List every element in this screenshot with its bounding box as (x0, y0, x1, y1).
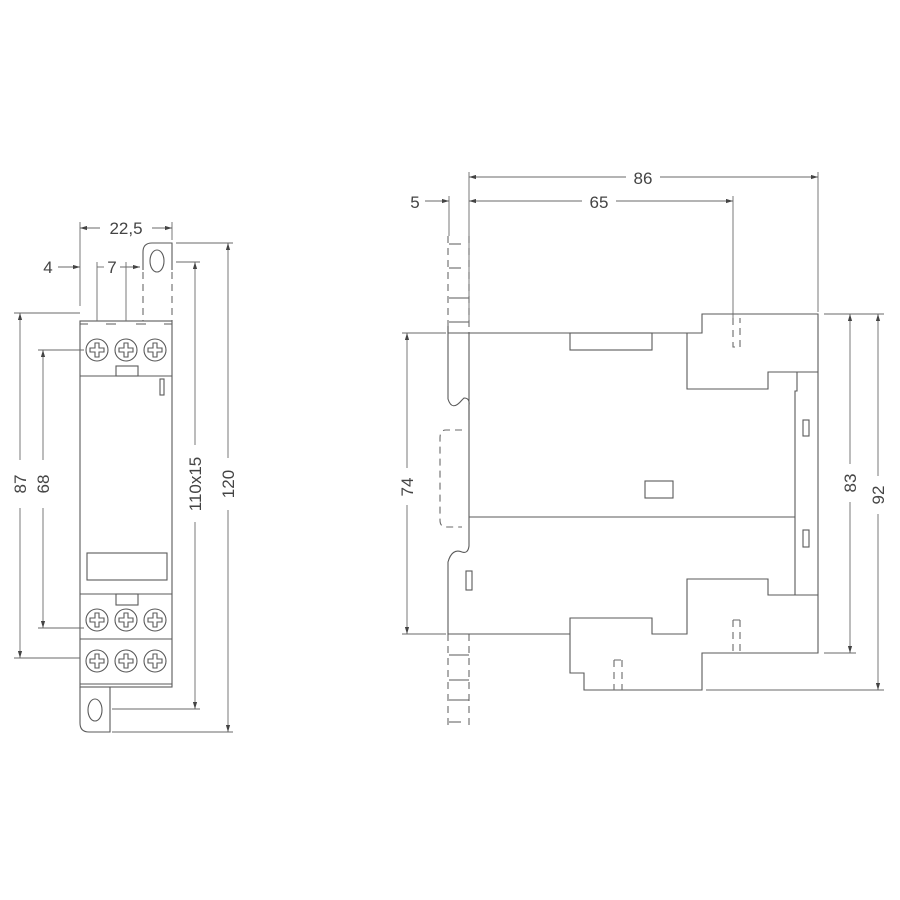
dim-height-total-side: 92 (869, 486, 888, 505)
screw-cross-icon (147, 653, 163, 669)
dim-rail-offset: 5 (410, 193, 419, 212)
terminal-screw-icon (143, 608, 167, 632)
dim-rail-height: 74 (398, 478, 417, 497)
dim-depth-total: 86 (634, 169, 653, 188)
terminal-screw-icon (85, 649, 109, 673)
side-view: 86 65 5 74 83 92 (398, 169, 888, 728)
lower-mounting-lug (79, 687, 111, 733)
dim-height-body-side: 83 (841, 474, 860, 493)
dim-width: 22,5 (109, 219, 142, 238)
label-window (86, 552, 168, 581)
screw-cross-icon (118, 342, 134, 358)
terminal-screw-icon (114, 649, 138, 673)
terminal-screws (85, 338, 167, 673)
terminal-screw-icon (114, 338, 138, 362)
screw-cross-icon (118, 653, 134, 669)
dim-screw-mount: 110x15 (186, 457, 205, 512)
dim-terminal-spacing: 68 (34, 475, 53, 494)
screw-cross-icon (89, 653, 105, 669)
lower-mounting-hole (87, 698, 103, 722)
screw-cross-icon (89, 342, 105, 358)
relay-body-side (447, 326, 819, 691)
dim-pitch: 7 (107, 258, 116, 277)
din-rail (439, 236, 470, 728)
terminal-screw-icon (85, 338, 109, 362)
upper-mounting-lug (142, 242, 173, 270)
screw-cross-icon (147, 612, 163, 628)
dim-height-body: 87 (11, 475, 30, 494)
upper-mounting-hole (149, 249, 165, 273)
screw-cross-icon (147, 342, 163, 358)
dim-depth-to-terminal: 65 (590, 193, 609, 212)
dim-height-total: 120 (219, 470, 238, 498)
terminal-screw-icon (114, 608, 138, 632)
dim-offset-left: 4 (43, 258, 52, 277)
front-view: 22,5 4 7 87 68 110x15 120 (11, 219, 238, 733)
terminal-screw-icon (143, 649, 167, 673)
screw-cross-icon (118, 612, 134, 628)
terminal-screw-icon (85, 608, 109, 632)
terminal-screw-icon (143, 338, 167, 362)
screw-cross-icon (89, 612, 105, 628)
